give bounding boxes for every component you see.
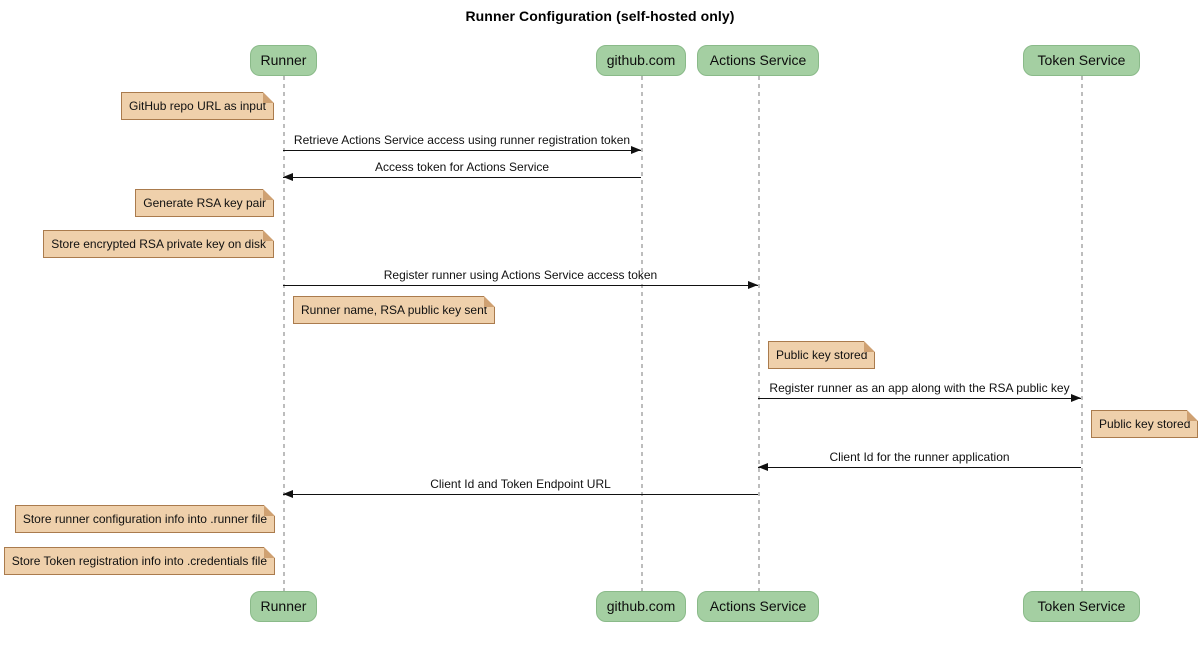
note-text: Public key stored — [1099, 417, 1191, 431]
message-access-token: Access token for Actions Service — [283, 160, 641, 181]
note-store-credentials-file: Store Token registration info into .cred… — [3, 547, 275, 575]
message-retrieve-actions-access: Retrieve Actions Service access using ru… — [283, 133, 641, 154]
arrow-left-icon — [283, 173, 293, 181]
message-line — [283, 490, 758, 498]
note-fold-corner — [484, 296, 496, 307]
message-register-runner-app: Register runner as an app along with the… — [758, 381, 1081, 402]
note-text: Runner name, RSA public key sent — [301, 303, 488, 317]
note-fold-corner — [263, 189, 274, 200]
note-store-private-key: Store encrypted RSA private key on disk — [43, 230, 274, 258]
message-line — [283, 281, 758, 289]
message-client-id: Client Id for the runner application — [758, 450, 1081, 471]
note-text: Store encrypted RSA private key on disk — [51, 237, 266, 251]
actor-box-runner-bottom: Runner — [250, 591, 317, 622]
actor-box-github-top: github.com — [596, 45, 686, 76]
message-label: Register runner using Actions Service ac… — [383, 268, 658, 282]
lifeline-token-service — [1081, 76, 1083, 591]
actor-box-runner-top: Runner — [250, 45, 317, 76]
lifeline-actions-service — [758, 76, 760, 591]
message-line — [758, 394, 1081, 402]
actor-box-token-service-top: Token Service — [1023, 45, 1140, 76]
note-github-repo-url: GitHub repo URL as input — [121, 92, 274, 120]
lifeline-github — [641, 76, 643, 591]
message-client-id-endpoint: Client Id and Token Endpoint URL — [283, 477, 758, 498]
arrow-right-icon — [748, 281, 758, 289]
arrow-left-icon — [283, 490, 293, 498]
message-label: Client Id for the runner application — [829, 450, 1010, 464]
note-text: Generate RSA key pair — [143, 196, 266, 210]
arrow-right-icon — [631, 146, 641, 154]
note-public-key-stored-actions: Public key stored — [768, 341, 876, 369]
note-text: GitHub repo URL as input — [129, 99, 266, 113]
note-store-runner-file: Store runner configuration info into .ru… — [14, 505, 275, 533]
actor-box-actions-service-top: Actions Service — [697, 45, 819, 76]
message-label: Register runner as an app along with the… — [769, 381, 1070, 395]
actor-box-github-bottom: github.com — [596, 591, 686, 622]
message-line — [283, 146, 641, 154]
message-label: Retrieve Actions Service access using ru… — [293, 133, 631, 147]
message-line — [283, 173, 641, 181]
note-runner-name-sent: Runner name, RSA public key sent — [293, 296, 496, 324]
note-text: Store Token registration info into .cred… — [11, 554, 267, 568]
lifeline-runner — [283, 76, 285, 591]
message-register-runner: Register runner using Actions Service ac… — [283, 268, 758, 289]
actor-box-token-service-bottom: Token Service — [1023, 591, 1140, 622]
message-line — [758, 463, 1081, 471]
note-fold-corner — [263, 92, 274, 103]
note-fold-corner — [1187, 410, 1199, 421]
note-fold-corner — [263, 230, 274, 241]
note-fold-corner — [264, 547, 275, 558]
note-fold-corner — [864, 341, 876, 352]
message-label: Client Id and Token Endpoint URL — [430, 477, 611, 491]
note-public-key-stored-token: Public key stored — [1091, 410, 1199, 438]
note-generate-rsa-key: Generate RSA key pair — [135, 189, 274, 217]
note-fold-corner — [264, 505, 275, 516]
actor-box-actions-service-bottom: Actions Service — [697, 591, 819, 622]
note-text: Public key stored — [776, 348, 868, 362]
message-label: Access token for Actions Service — [374, 160, 550, 174]
note-text: Store runner configuration info into .ru… — [22, 512, 267, 526]
arrow-right-icon — [1071, 394, 1081, 402]
arrow-left-icon — [758, 463, 768, 471]
diagram-title: Runner Configuration (self-hosted only) — [465, 8, 735, 24]
